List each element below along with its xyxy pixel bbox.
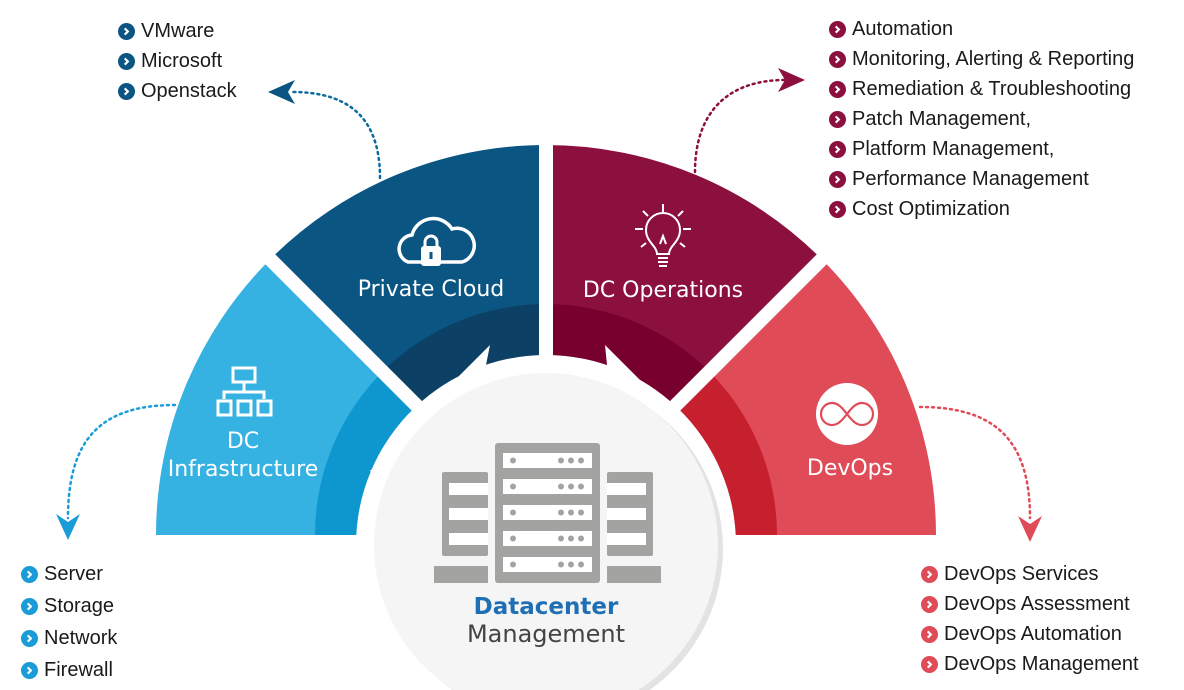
list-item: Monitoring, Alerting & Reporting	[829, 44, 1134, 74]
list-item-label: Performance Management	[852, 167, 1089, 190]
list-item: DevOps Assessment	[921, 589, 1139, 619]
list-item-label: Cost Optimization	[852, 197, 1010, 220]
devops-connector	[918, 405, 1032, 520]
list-item-label: Automation	[852, 17, 954, 40]
list-item-label: Server	[44, 562, 103, 585]
infinity-icon	[816, 383, 878, 445]
segment-inner-band-private-cloud	[382, 304, 546, 429]
list-item: Performance Management	[829, 164, 1134, 194]
list-item: Network	[21, 622, 117, 654]
chevron-right-icon	[829, 20, 846, 38]
arrowhead-down-icon	[1018, 516, 1042, 542]
list-item: Microsoft	[118, 46, 237, 76]
list-item: Server	[21, 558, 117, 590]
list-item-label: VMware	[141, 19, 215, 42]
list-item-label: Openstack	[141, 79, 237, 102]
dc-operations-connector	[693, 78, 787, 174]
list-item: DevOps Management	[921, 649, 1139, 679]
chevron-right-icon	[21, 661, 38, 679]
list-item-label: Storage	[44, 594, 115, 617]
arrowhead-left-icon	[268, 80, 295, 104]
list-item-label: DevOps Services	[944, 562, 1099, 585]
dc-infrastructure-connector	[66, 403, 177, 520]
dc-infrastructure-label-line1: DC	[227, 429, 259, 454]
chevron-right-icon	[829, 110, 846, 128]
segment-inner-band-devops	[652, 371, 777, 535]
segment-inner-band-dc-operations	[546, 304, 710, 429]
chevron-right-icon	[118, 52, 135, 70]
chevron-right-icon	[21, 629, 38, 647]
list-item-label: DevOps Management	[944, 652, 1139, 675]
private-cloud-connector	[290, 90, 382, 180]
chevron-right-icon	[21, 565, 38, 583]
devops-label: DevOps	[807, 456, 893, 481]
server-rack-icon	[434, 443, 661, 583]
list-item-label: Remediation & Troubleshooting	[852, 77, 1132, 100]
list-item-label: Platform Management,	[852, 137, 1055, 160]
chevron-right-icon	[921, 595, 938, 613]
chevron-right-icon	[921, 565, 938, 583]
list-item: Cost Optimization	[829, 194, 1134, 224]
list-item: VMware	[118, 16, 237, 46]
dc-infrastructure-label-line2: Infrastructure	[168, 457, 319, 482]
network-hierarchy-icon	[216, 366, 273, 417]
list-item: Patch Management,	[829, 104, 1134, 134]
chevron-right-icon	[921, 625, 938, 643]
arrowhead-right-icon	[778, 68, 805, 92]
list-item: Storage	[21, 590, 117, 622]
chevron-right-icon	[21, 597, 38, 615]
chevron-right-icon	[118, 82, 135, 100]
center-subtitle: Management	[467, 620, 625, 648]
list-item: Firewall	[21, 654, 117, 686]
list-item-label: Firewall	[44, 658, 113, 681]
chevron-right-icon	[829, 80, 846, 98]
list-item-label: Patch Management,	[852, 107, 1031, 130]
segment-inner-band-dc-infrastructure	[315, 371, 440, 535]
chevron-right-icon	[829, 200, 846, 218]
list-item: DevOps Automation	[921, 619, 1139, 649]
cloud-lock-icon	[397, 216, 476, 266]
list-item-label: Monitoring, Alerting & Reporting	[852, 47, 1135, 70]
chevron-right-icon	[829, 50, 846, 68]
list-item: DevOps Services	[921, 559, 1139, 589]
chevron-right-icon	[829, 140, 846, 158]
private-cloud-label: Private Cloud	[358, 277, 505, 302]
chevron-right-icon	[921, 655, 938, 673]
lightbulb-icon	[635, 204, 691, 267]
list-item-label: Microsoft	[141, 49, 223, 72]
list-item: Automation	[829, 14, 1134, 44]
arrowhead-down-icon	[56, 514, 80, 540]
dc-operations-label: DC Operations	[583, 278, 743, 303]
list-item-label: Network	[44, 626, 118, 649]
chevron-right-icon	[829, 170, 846, 188]
list-item-label: DevOps Automation	[944, 622, 1122, 645]
chevron-right-icon	[118, 22, 135, 40]
list-item: Remediation & Troubleshooting	[829, 74, 1134, 104]
list-item: Platform Management,	[829, 134, 1134, 164]
center-title: Datacenter	[474, 594, 619, 620]
list-item-label: DevOps Assessment	[944, 592, 1130, 615]
list-item: Openstack	[118, 76, 237, 106]
